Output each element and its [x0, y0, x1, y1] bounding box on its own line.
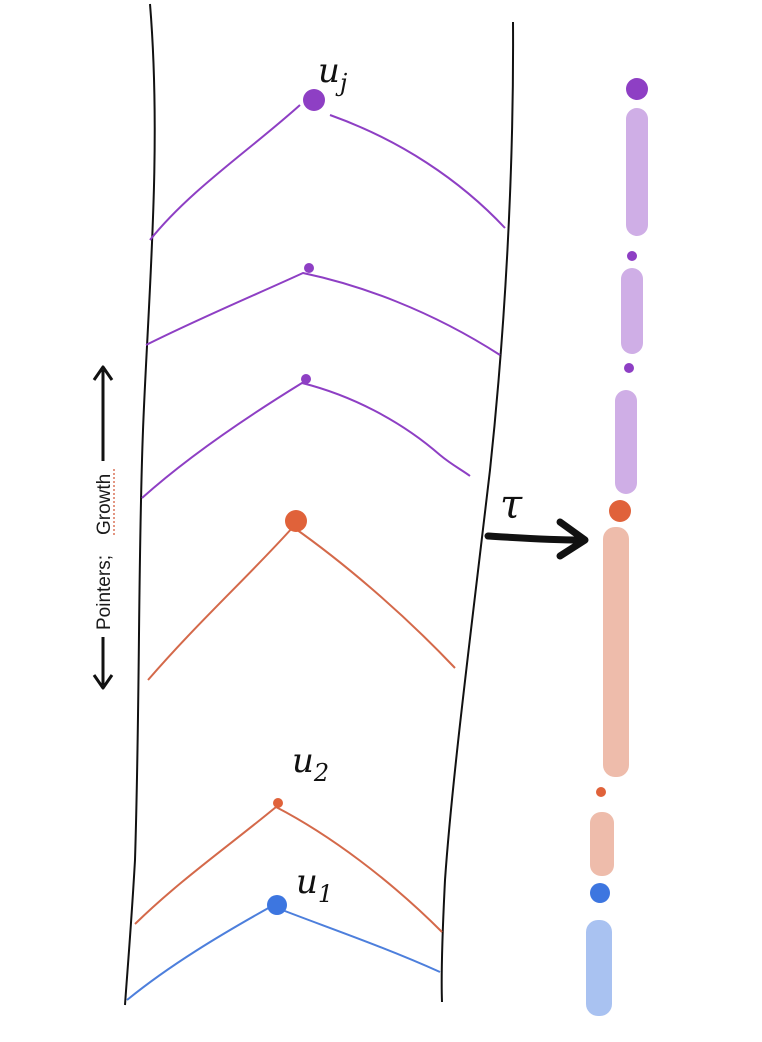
point-purple-second	[304, 263, 314, 273]
order-point-u-j	[626, 78, 648, 100]
growth-arrow-head	[92, 365, 114, 381]
label-u-j: uj	[318, 51, 348, 97]
tau-arrow-head	[556, 518, 589, 560]
tube-right-boundary	[440, 21, 515, 1003]
pointers-arrow-head	[92, 674, 114, 690]
orange-chevron-large	[147, 525, 456, 681]
point-orange-large	[285, 510, 307, 532]
blue-chevron	[126, 904, 441, 1001]
order-point-orange	[609, 500, 631, 522]
point-purple-third	[301, 374, 311, 384]
purple-chevron-third	[141, 381, 471, 499]
pointers-label: Pointers;	[94, 555, 115, 630]
growth-label: Growth	[94, 474, 115, 535]
tau-arrow-shaft	[484, 532, 584, 544]
label-u-2: u2	[292, 741, 329, 787]
pointers-growth-annotation: Pointers; Growth	[92, 365, 115, 690]
purple-chevron-second	[145, 271, 501, 356]
order-point-u-1	[590, 883, 610, 903]
purple-chevron-top	[149, 104, 301, 241]
tube-left-boundary	[124, 3, 156, 1006]
point-u-j	[303, 89, 325, 111]
order-segment-orange-2	[590, 812, 614, 876]
order-segment-purple-1	[626, 108, 648, 236]
order-segment-blue	[586, 920, 612, 1016]
purple-chevron-top-right	[329, 114, 506, 229]
order-point-purple-2	[627, 251, 637, 261]
point-u-1	[267, 895, 287, 915]
order-segment-purple-3	[615, 390, 637, 494]
order-segment-purple-2	[621, 268, 643, 354]
point-u-2	[273, 798, 283, 808]
label-tau: τ	[500, 482, 523, 528]
label-u-1: u1	[296, 862, 333, 908]
order-segment-orange-1	[603, 527, 629, 777]
order-point-u-2	[596, 787, 606, 797]
order-point-purple-3	[624, 363, 634, 373]
